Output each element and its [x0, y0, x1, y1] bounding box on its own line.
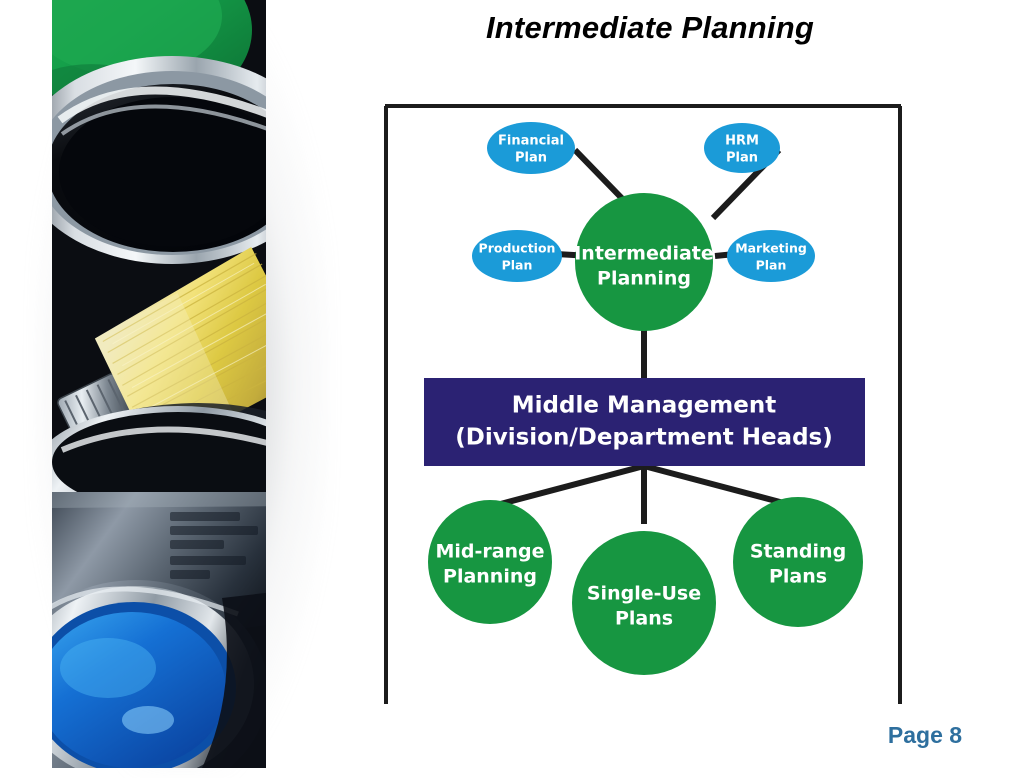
node-financial-plan[interactable]: Financial Plan	[487, 122, 575, 174]
middle-management-bar-label-line1: Middle Management	[512, 393, 777, 419]
node-mid-range-planning-label-line2: Planning	[443, 566, 537, 588]
node-hrm-plan-label-line2: Plan	[726, 151, 758, 166]
page-title: Intermediate Planning	[485, 10, 815, 45]
node-financial-plan-label-line1: Financial	[498, 134, 564, 149]
page-number: Page 8	[887, 722, 963, 748]
diagram-border	[384, 104, 902, 704]
paint-cans-and-brush-photo	[52, 0, 266, 768]
node-mid-range-planning[interactable]: Mid-range Planning	[428, 500, 552, 624]
node-standing-plans-label-line1: Standing	[750, 541, 846, 563]
node-standing-plans-label-line2: Plans	[769, 566, 827, 588]
node-hrm-plan-label-line1: HRM	[725, 134, 759, 149]
node-financial-plan-label-line2: Plan	[515, 151, 547, 166]
node-single-use-plans-label-line1: Single-Use	[587, 583, 701, 605]
node-single-use-plans[interactable]: Single-Use Plans	[572, 531, 716, 675]
node-marketing-plan-label-line2: Plan	[756, 258, 787, 273]
node-mid-range-planning-label-line1: Mid-range	[435, 541, 544, 563]
node-marketing-plan[interactable]: Marketing Plan	[727, 230, 815, 282]
node-single-use-plans-label-line2: Plans	[615, 608, 673, 630]
node-intermediate-planning-label-line1: Intermediate	[574, 243, 714, 265]
node-intermediate-planning-label-line2: Planning	[597, 268, 691, 290]
node-production-plan[interactable]: Production Plan	[472, 230, 562, 282]
node-marketing-plan-label-line1: Marketing	[735, 241, 807, 256]
node-intermediate-planning[interactable]: Intermediate Planning	[574, 193, 714, 331]
node-production-plan-label-line2: Plan	[502, 258, 533, 273]
diagram-svg: Financial Plan HRM Plan Production Plan …	[384, 104, 902, 704]
middle-management-bar-label-line2: (Division/Department Heads)	[455, 425, 833, 451]
paint-photo-illustration	[52, 0, 266, 768]
node-standing-plans[interactable]: Standing Plans	[733, 497, 863, 627]
intermediate-planning-diagram: Financial Plan HRM Plan Production Plan …	[383, 104, 903, 706]
middle-management-bar[interactable]: Middle Management (Division/Department H…	[424, 378, 865, 466]
node-hrm-plan[interactable]: HRM Plan	[704, 123, 780, 173]
node-production-plan-label-line1: Production	[479, 241, 556, 256]
